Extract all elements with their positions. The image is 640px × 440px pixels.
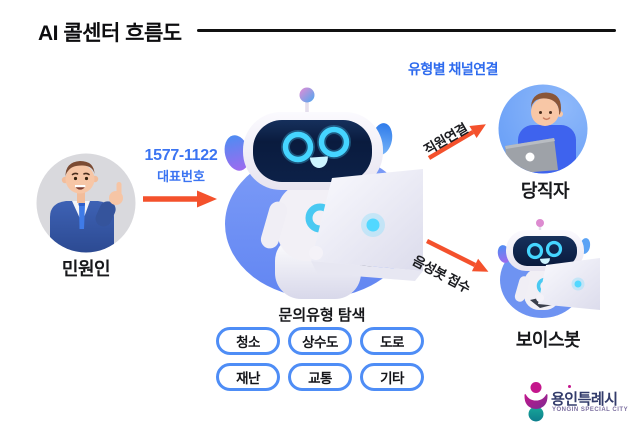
channel-header: 유형별 채널연결 — [407, 61, 499, 77]
logo-subtitle: YONGIN SPECIAL CITY — [552, 407, 629, 413]
yongin-city-logo-icon — [524, 382, 548, 422]
petitioner-avatar-icon — [36, 153, 136, 253]
category-pill-grid: 청소 상수도 도로 재난 교통 기타 — [213, 327, 427, 391]
category-pill-water[interactable]: 상수도 — [288, 327, 352, 355]
voicebot-illustration — [497, 219, 600, 318]
voicebot-label: 보이스봇 — [515, 330, 581, 350]
logo-accent-dot — [568, 385, 571, 388]
arrow-bot-to-voicebot — [425, 238, 489, 272]
page-title: AI 콜센터 흐름도 — [38, 22, 182, 45]
category-pill-road[interactable]: 도로 — [360, 327, 424, 355]
call-number: 1577-1122 — [144, 147, 218, 164]
arrow-petitioner-to-bot — [143, 190, 217, 208]
title-rule — [197, 29, 616, 32]
petitioner-label: 민원인 — [61, 259, 111, 279]
ai-bot-illustration — [224, 87, 423, 299]
logo-name: 용인특례시 — [551, 391, 618, 408]
category-pill-disaster[interactable]: 재난 — [216, 363, 280, 391]
duty-officer-label: 당직자 — [520, 181, 570, 201]
bot-caption: 문의유형 탐색 — [278, 307, 366, 324]
category-pill-cleaning[interactable]: 청소 — [216, 327, 280, 355]
duty-officer-avatar-icon — [498, 84, 588, 174]
arrow-bot-to-duty — [427, 124, 486, 160]
category-pill-etc[interactable]: 기타 — [360, 363, 424, 391]
call-number-caption: 대표번호 — [157, 169, 205, 184]
category-pill-traffic[interactable]: 교통 — [288, 363, 352, 391]
